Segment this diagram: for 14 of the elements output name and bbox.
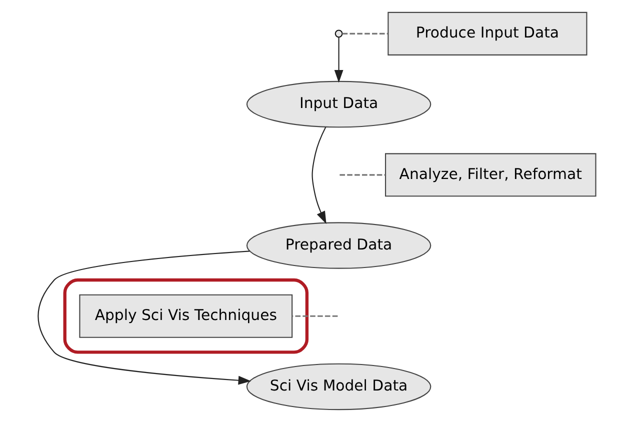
cluster (62, 278, 308, 354)
connector (342, 32, 388, 34)
node-circle (334, 30, 342, 38)
node-box: Analyze, Filter, Reformat (384, 153, 596, 197)
node-box: Apply Sci Vis Techniques (78, 294, 292, 338)
node-ellipse: Input Data (246, 80, 431, 128)
arrow (334, 37, 343, 83)
connector (339, 174, 385, 176)
node-ellipse: Prepared Data (246, 222, 431, 269)
connector (292, 315, 338, 317)
node-box: Produce Input Data (387, 12, 587, 56)
arrow (311, 126, 326, 224)
node-ellipse: Sci Vis Model Data (246, 363, 431, 410)
arrow (37, 250, 251, 385)
